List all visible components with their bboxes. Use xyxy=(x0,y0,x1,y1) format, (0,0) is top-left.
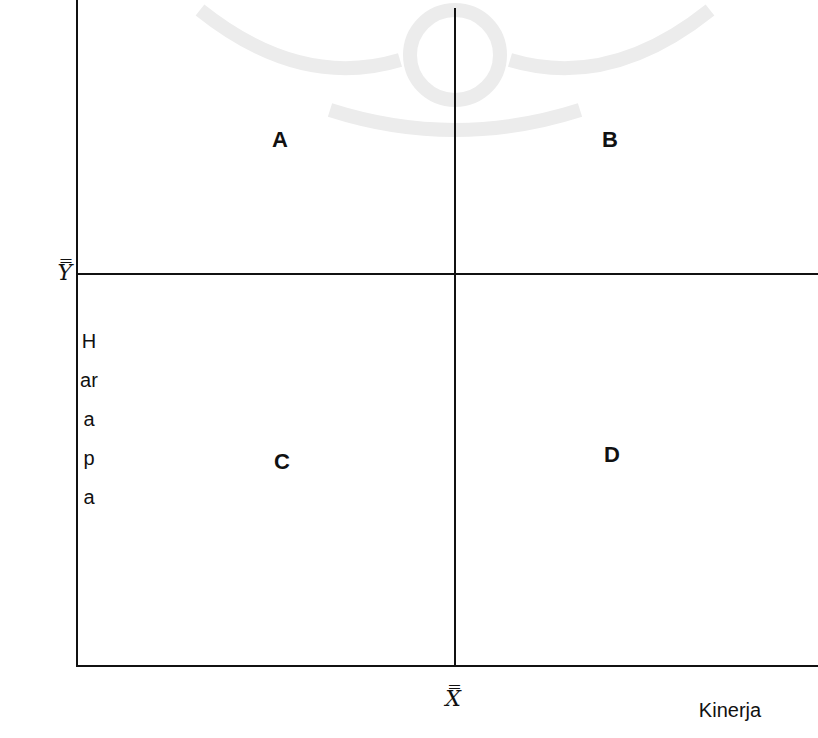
y-axis xyxy=(76,0,78,666)
x-axis xyxy=(76,665,818,667)
x-mean-symbol: X̿ xyxy=(445,686,461,711)
x-mean-line xyxy=(454,8,456,666)
watermark-swirl xyxy=(510,10,710,68)
y-mean-symbol: Y̿ xyxy=(57,260,72,285)
quadrant-letter: A xyxy=(272,127,288,153)
y-axis-title: Harapa xyxy=(79,322,99,517)
y-mean-line xyxy=(77,273,818,275)
quadrant-letter: C xyxy=(274,449,290,475)
quadrant: C xyxy=(78,274,455,666)
quadrant-letter: D xyxy=(604,442,620,468)
quadrant: A xyxy=(78,0,455,274)
x-axis-title: Kinerja xyxy=(699,699,761,722)
quadrant: B xyxy=(455,0,818,274)
quadrant-letter: B xyxy=(602,127,618,153)
quadrant: D xyxy=(455,274,818,666)
watermark-swirl xyxy=(200,10,400,68)
